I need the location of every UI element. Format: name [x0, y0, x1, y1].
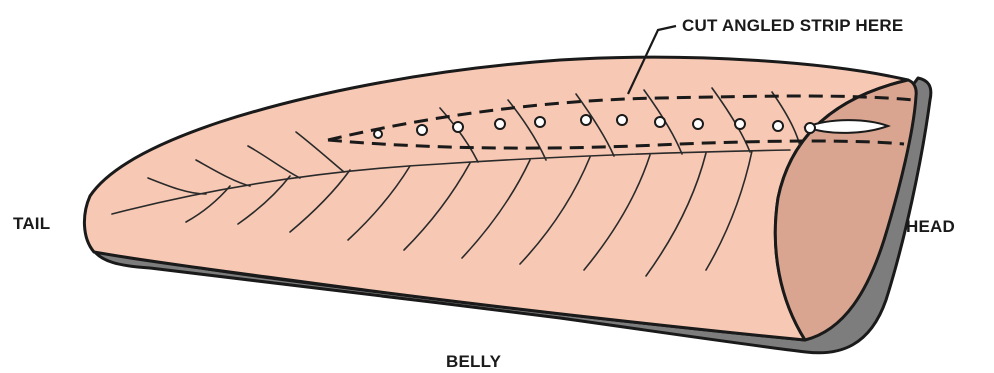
head-label: HEAD — [906, 217, 955, 236]
tail-label: TAIL — [13, 214, 50, 233]
belly-label: BELLY — [446, 352, 502, 371]
cut-strip-label: CUT ANGLED STRIP HERE — [682, 16, 903, 35]
